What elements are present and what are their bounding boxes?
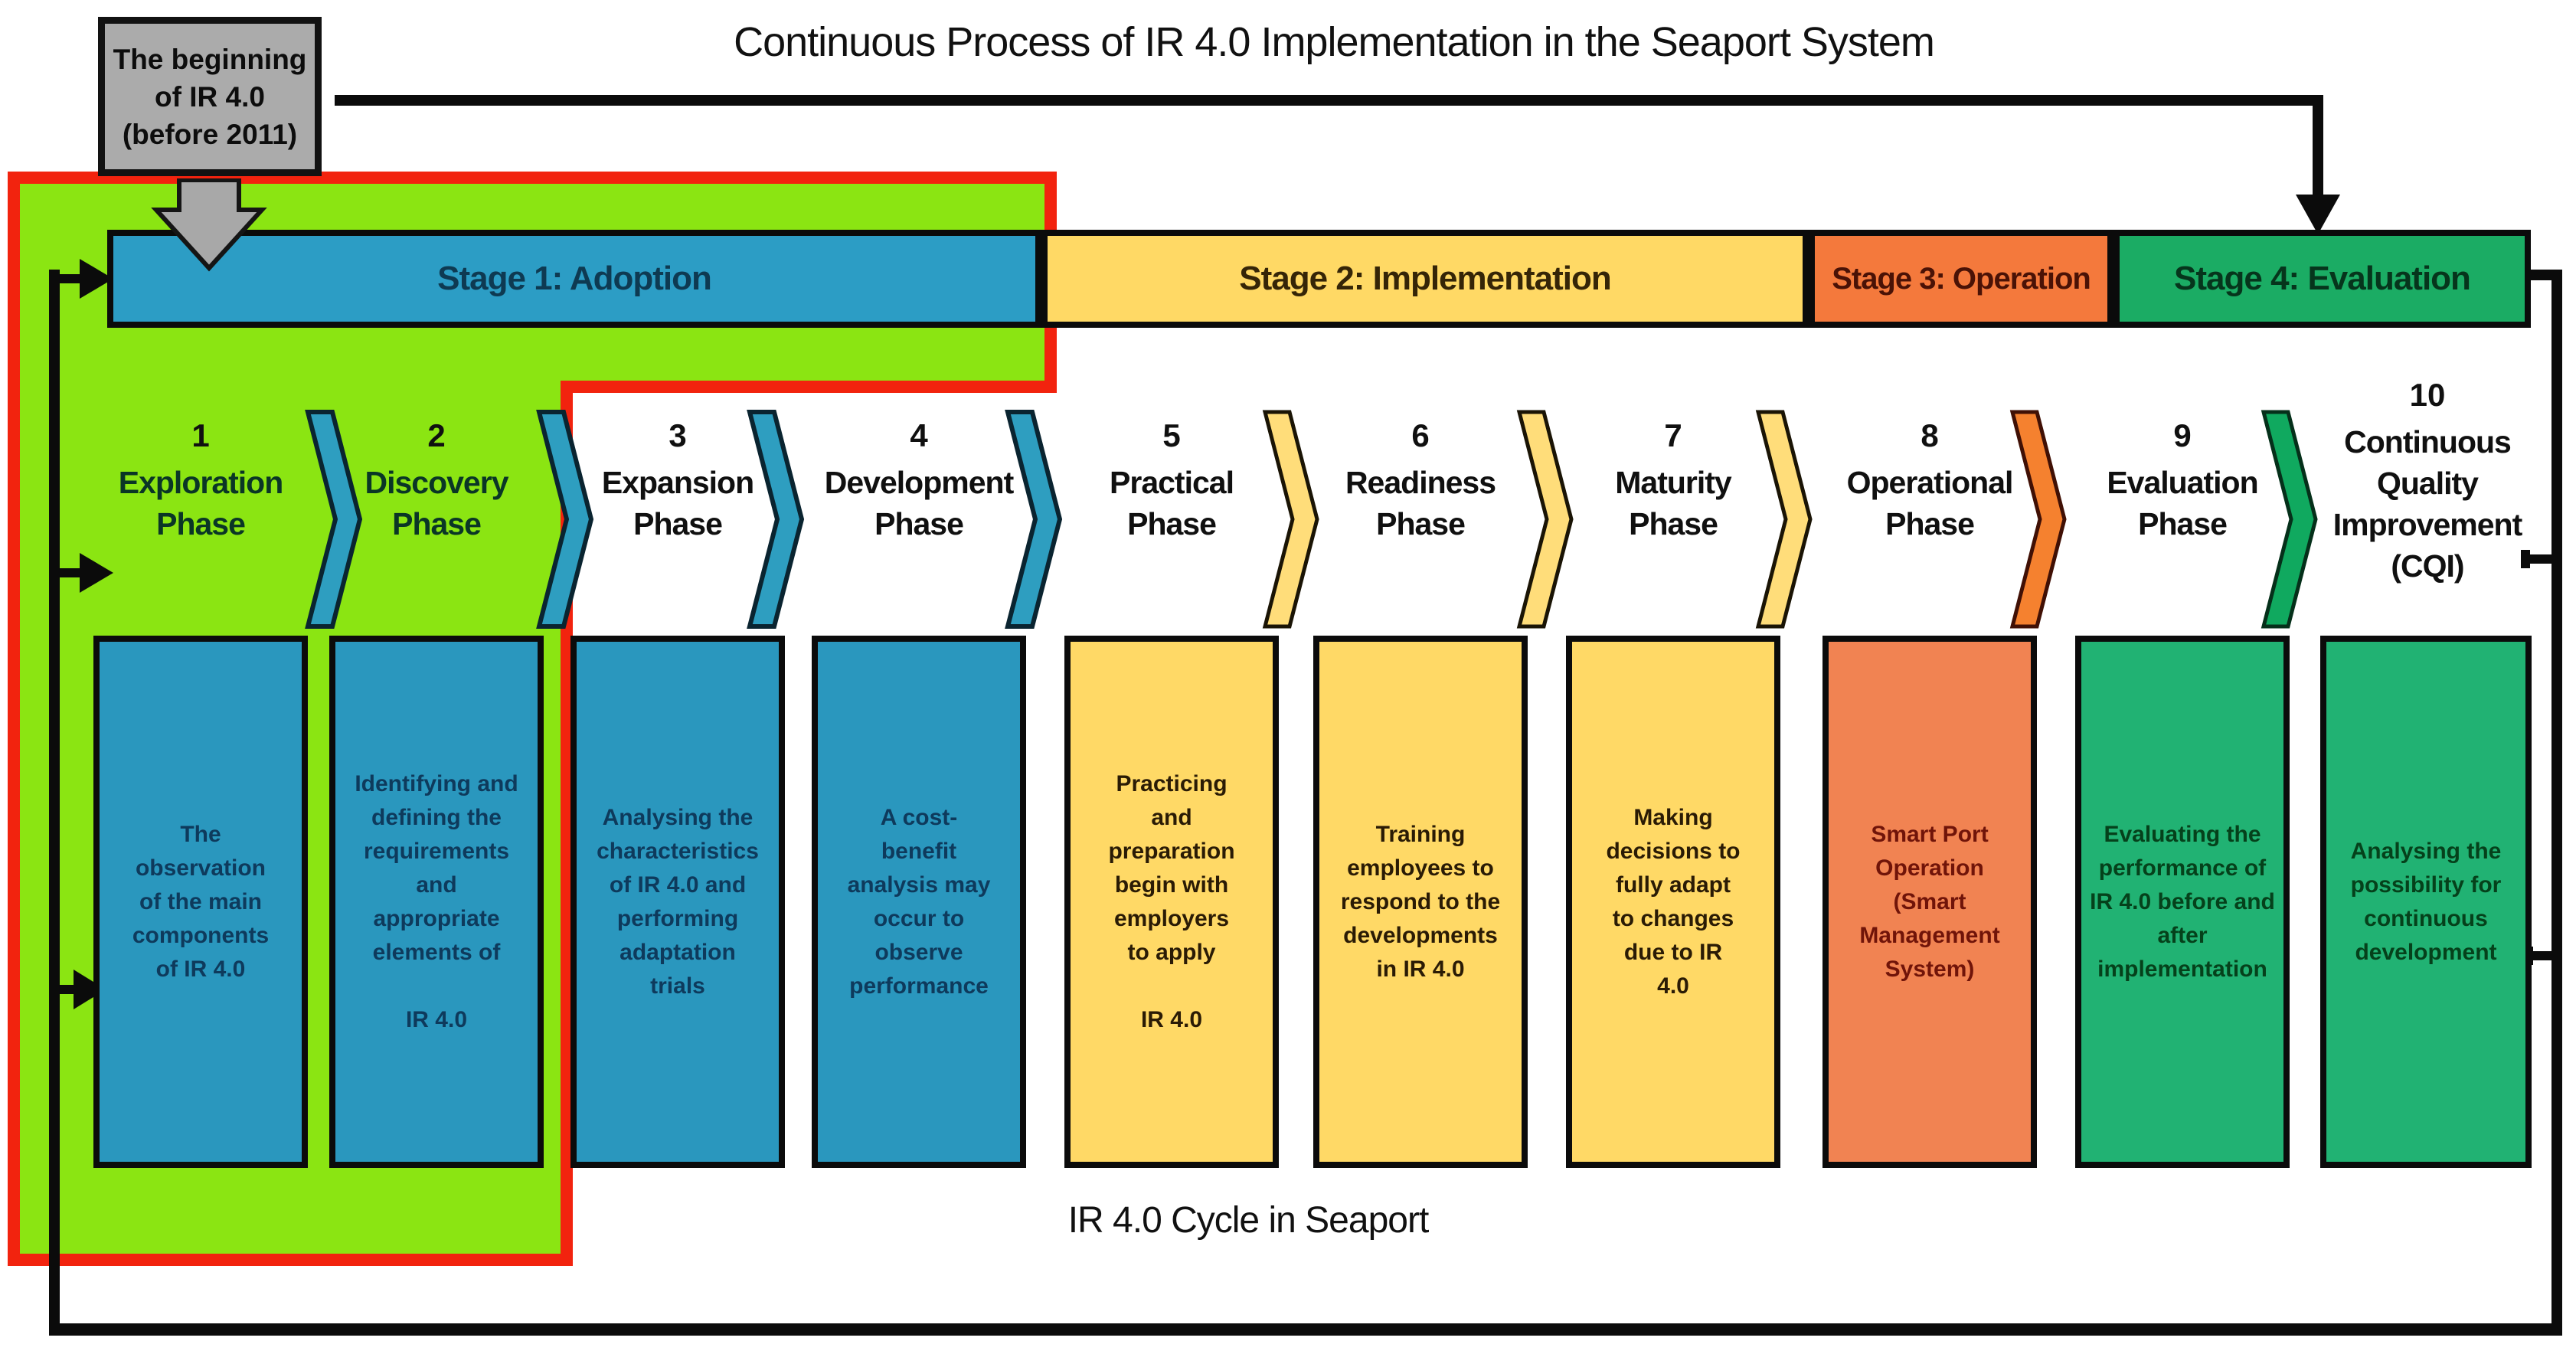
- phase-4-description: A cost- benefit analysis may occur to ob…: [847, 804, 991, 999]
- phase-7-label: 7 Maturity Phase: [1558, 417, 1788, 545]
- left-loop-line: [49, 270, 60, 1329]
- chevron-arrow-icon: [536, 410, 594, 629]
- phase-1-name: Exploration Phase: [118, 465, 284, 541]
- phase-8-label: 8 Operational Phase: [1815, 417, 2045, 545]
- chevron-arrow-icon: [1755, 410, 1813, 629]
- phase-7-description-box: Making decisions to fully adapt to chang…: [1566, 636, 1780, 1168]
- phase-10-name: Continuous Quality Improvement (CQI): [2332, 424, 2522, 584]
- chevron-arrow-icon: [2009, 410, 2067, 629]
- phase-5-description-box: Practicing and preparation begin with em…: [1064, 636, 1279, 1168]
- chevron-arrow-icon: [2261, 410, 2318, 629]
- top-loop-line-vertical: [2313, 95, 2323, 198]
- phase-3-number: 3: [669, 417, 687, 453]
- phase-10-label: 10 Continuous Quality Improvement (CQI): [2313, 377, 2542, 587]
- phase-8-description-box: Smart Port Operation (Smart Management S…: [1822, 636, 2037, 1168]
- beginning-down-arrow-icon: [151, 178, 267, 272]
- stage-3-operation: Stage 3: Operation: [1809, 230, 2113, 328]
- phase-9-name: Evaluation Phase: [2107, 465, 2258, 541]
- right-tab-phase-row-cap: [2521, 550, 2530, 568]
- phase-1-description: The observation of the main components o…: [132, 821, 270, 982]
- phase-3-description-box: Analysing the characteristics of IR 4.0 …: [570, 636, 785, 1168]
- phase-5-number: 5: [1162, 417, 1181, 453]
- phase-7-number: 7: [1664, 417, 1682, 453]
- phase-4-description-box: A cost- benefit analysis may occur to ob…: [812, 636, 1026, 1168]
- stage-1-adoption: Stage 1: Adoption: [107, 230, 1041, 328]
- phase-10-description: Analysing the possibility for continuous…: [2350, 838, 2502, 965]
- bottom-loop-line: [49, 1323, 2562, 1336]
- stage-bar: Stage 1: Adoption Stage 2: Implementatio…: [107, 230, 2531, 328]
- phase-5-name: Practical Phase: [1110, 465, 1234, 541]
- left-arrow-stage-stub: [57, 274, 81, 283]
- stage4-exit-connector: [2527, 270, 2558, 280]
- phase-1-number: 1: [191, 417, 210, 453]
- phase-3-description: Analysing the characteristics of IR 4.0 …: [597, 804, 759, 999]
- phase-6-number: 6: [1411, 417, 1430, 453]
- top-loop-arrowhead-icon: [2296, 195, 2340, 234]
- stage-2-implementation: Stage 2: Implementation: [1041, 230, 1809, 328]
- phase-6-label: 6 Readiness Phase: [1306, 417, 1535, 545]
- phase-4-label: 4 Development Phase: [804, 417, 1034, 545]
- stage-4-evaluation: Stage 4: Evaluation: [2113, 230, 2531, 328]
- phase-4-number: 4: [910, 417, 928, 453]
- phase-5-description: Practicing and preparation begin with em…: [1108, 770, 1235, 1032]
- phase-10-description-box: Analysing the possibility for continuous…: [2320, 636, 2532, 1168]
- phase-2-number: 2: [427, 417, 446, 453]
- phase-3-label: 3 Expansion Phase: [563, 417, 793, 545]
- left-arrow-phase-stub: [57, 568, 81, 577]
- diagram-title: Continuous Process of IR 4.0 Implementat…: [734, 19, 1935, 65]
- chevron-arrow-icon: [1262, 410, 1319, 629]
- phase-9-number: 9: [2173, 417, 2192, 453]
- phase-1-description-box: The observation of the main components o…: [93, 636, 308, 1168]
- left-arrow-phase-icon: [80, 553, 113, 593]
- left-arrow-box-icon: [74, 970, 106, 1009]
- phase-6-description-box: Training employees to respond to the dev…: [1313, 636, 1528, 1168]
- phase-3-name: Expansion Phase: [601, 465, 754, 541]
- phase-1-label: 1 Exploration Phase: [86, 417, 315, 545]
- left-arrow-box-stub: [54, 985, 75, 994]
- phase-5-label: 5 Practical Phase: [1057, 417, 1286, 545]
- right-loop-line: [2551, 270, 2562, 1329]
- left-arrow-stage-icon: [80, 259, 113, 299]
- phase-8-number: 8: [1921, 417, 1939, 453]
- phase-4-name: Development Phase: [824, 465, 1014, 541]
- phase-7-name: Maturity Phase: [1615, 465, 1731, 541]
- beginning-box: The beginning of IR 4.0 (before 2011): [98, 17, 322, 176]
- phase-10-number: 10: [2409, 377, 2446, 413]
- phase-9-description-box: Evaluating the performance of IR 4.0 bef…: [2075, 636, 2290, 1168]
- phase-6-name: Readiness Phase: [1345, 465, 1496, 541]
- phase-8-description: Smart Port Operation (Smart Management S…: [1859, 821, 2000, 982]
- phase-2-label: 2 Discovery Phase: [322, 417, 551, 545]
- chevron-arrow-icon: [305, 410, 363, 629]
- phase-6-description: Training employees to respond to the dev…: [1340, 821, 1501, 982]
- right-tab-box-row: [2529, 951, 2558, 960]
- cycle-caption: IR 4.0 Cycle in Seaport: [1067, 1200, 1430, 1241]
- top-loop-line-horizontal: [335, 95, 2318, 106]
- right-tab-phase-row: [2525, 554, 2558, 564]
- phase-9-description: Evaluating the performance of IR 4.0 bef…: [2090, 821, 2275, 982]
- phase-7-description: Making decisions to fully adapt to chang…: [1606, 804, 1741, 999]
- phase-2-description: Identifying and defining the requirement…: [355, 770, 518, 1032]
- phase-2-description-box: Identifying and defining the requirement…: [329, 636, 544, 1168]
- phase-2-name: Discovery Phase: [364, 465, 508, 541]
- chevron-arrow-icon: [1005, 410, 1063, 629]
- phase-8-name: Operational Phase: [1846, 465, 2014, 541]
- chevron-arrow-icon: [1516, 410, 1574, 629]
- chevron-arrow-icon: [747, 410, 805, 629]
- phase-9-label: 9 Evaluation Phase: [2068, 417, 2297, 545]
